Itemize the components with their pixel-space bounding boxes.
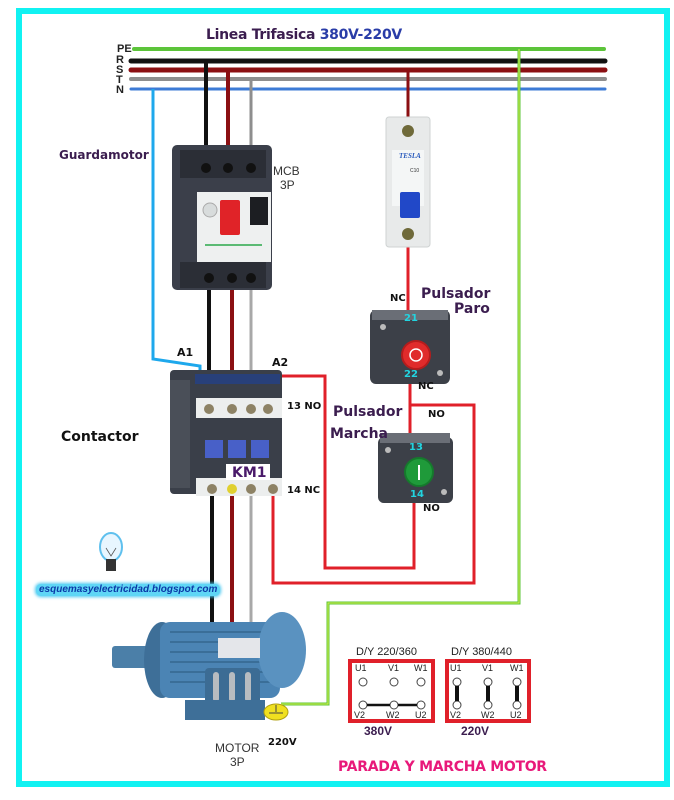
diagram-title: Linea Trifasica 380V-220V	[206, 28, 402, 42]
start-terminal-bottom: 14	[410, 489, 424, 500]
delta-voltage: 220V	[461, 724, 490, 738]
bus-label-s: S	[116, 64, 124, 76]
coil-a2-label: A2	[272, 356, 289, 369]
start-button-label-2: Marcha	[330, 426, 388, 442]
aux-13-no-label: 13 NO	[287, 401, 322, 412]
footer-title: PARADA Y MARCHA MOTOR	[338, 759, 547, 775]
star-term-v1: V1	[388, 663, 400, 673]
stop-terminal-top: 21	[404, 313, 418, 324]
aux-14-nc-label: 14 NC	[287, 485, 321, 496]
breaker-toggle[interactable]	[400, 192, 420, 218]
stop-button-label-1: Pulsador	[421, 286, 491, 302]
guardamotor-off-button[interactable]	[250, 197, 268, 225]
coil-a1-label: A1	[177, 346, 194, 359]
star-term-v2: V2	[354, 710, 366, 720]
bus-label-t: T	[116, 74, 123, 86]
star-term-w2: W2	[386, 710, 400, 720]
mcb-poles-label: 3P	[280, 178, 295, 192]
star-term-w1: W1	[414, 663, 428, 673]
stop-contact-top-label: NC	[390, 293, 406, 304]
delta-term-v1: V1	[482, 663, 494, 673]
guardamotor-on-button[interactable]	[220, 200, 240, 235]
star-connection-title: D/Y 220/360	[356, 646, 417, 658]
start-contact-bottom-label: NO	[423, 503, 440, 514]
bus-label-n: N	[116, 84, 124, 96]
contactor-device	[170, 370, 282, 496]
delta-term-u2: U2	[510, 710, 522, 720]
breaker-device: TESLA C10	[385, 116, 431, 248]
lightbulb-icon	[99, 532, 123, 571]
frame-border	[16, 8, 670, 787]
contactor-name: KM1	[232, 465, 267, 481]
bus-bars	[128, 47, 608, 91]
breaker-brand: TESLA	[399, 152, 421, 160]
delta-term-w1: W1	[510, 663, 524, 673]
delta-connection-title: D/Y 380/440	[451, 646, 512, 658]
contactor-label: Contactor	[61, 429, 139, 445]
star-voltage: 380V	[364, 724, 393, 738]
start-terminal-top: 13	[409, 442, 423, 453]
motor-label: MOTOR	[215, 741, 260, 755]
star-term-u1: U1	[355, 663, 367, 673]
motor-device	[112, 612, 306, 720]
guardamotor-device	[172, 145, 272, 290]
delta-term-u1: U1	[450, 663, 462, 673]
title-prefix: Linea Trifasica	[206, 27, 316, 43]
motor-ground-voltage: 220V	[268, 737, 297, 748]
star-term-u2: U2	[415, 710, 427, 720]
delta-term-w2: W2	[481, 710, 495, 720]
blog-link[interactable]: esquemasyelectricidad.blogspot.com	[36, 584, 221, 596]
bus-label-pe: PE	[117, 43, 132, 55]
title-voltage: 380V-220V	[319, 27, 403, 43]
connection-box-delta	[445, 659, 531, 723]
ground-wire-highlight	[281, 49, 520, 705]
start-button-label-1: Pulsador	[333, 404, 403, 420]
start-contact-top-label: NO	[428, 409, 445, 420]
breaker-model: C10	[410, 168, 419, 174]
mcb-label: MCB	[273, 164, 300, 178]
bus-label-r: R	[116, 54, 124, 66]
stop-terminal-bottom: 22	[404, 369, 418, 380]
stop-button[interactable]	[401, 340, 431, 370]
motor-poles-label: 3P	[230, 755, 245, 769]
stop-button-ring-icon	[409, 348, 423, 362]
stop-button-label-2: Paro	[454, 301, 490, 317]
stop-contact-bottom-label: NC	[418, 381, 434, 392]
connection-box-star	[348, 659, 435, 723]
guardamotor-label: Guardamotor	[59, 148, 149, 162]
delta-term-v2: V2	[450, 710, 462, 720]
